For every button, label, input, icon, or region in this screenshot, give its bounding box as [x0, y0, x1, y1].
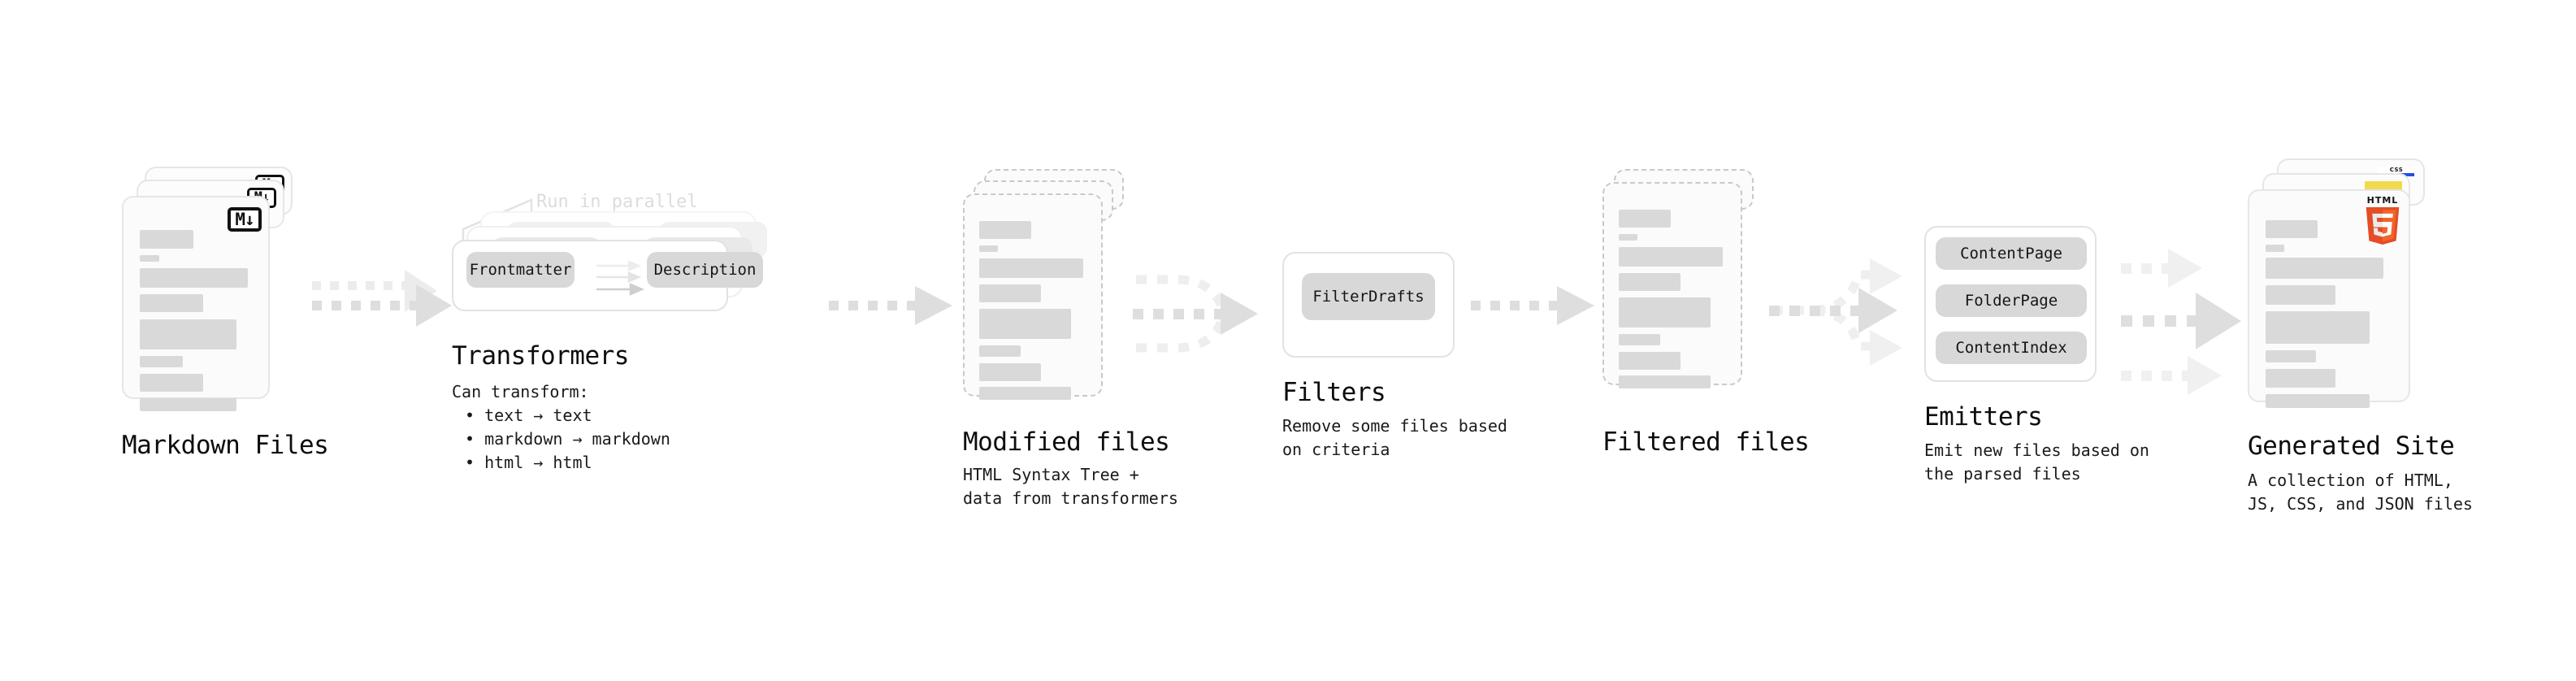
doc-card-front — [1602, 182, 1742, 388]
stage-generated-site: CSS HTML — [2248, 158, 2473, 514]
generated-site-subtitle: A collection of HTML, JS, CSS, and JSON … — [2248, 471, 2473, 514]
markdown-badge: M↓ — [228, 207, 262, 232]
stage-title-markdown-files: Markdown Files — [122, 431, 329, 460]
transformers-bullet-2: • html → html — [465, 453, 592, 472]
connector-modified-to-filters — [1130, 258, 1284, 372]
stage-filtered-files: Filtered files — [1602, 169, 1810, 457]
connector-emitters-to-site — [2118, 231, 2280, 395]
transformers-bullet-1: • markdown → markdown — [465, 429, 670, 449]
transformers-bullet-0: • text → text — [465, 406, 592, 425]
doc-card-front — [963, 193, 1103, 400]
emitter-pill-contentpage[interactable]: ContentPage — [1936, 237, 2087, 270]
stage-markdown-files: M↓ M↓ M↓ Markdown Files — [122, 167, 329, 460]
stage-title-modified-files: Modified files — [963, 427, 1170, 457]
stage-modified-files: Modified files HTML Syntax Tree + data f… — [963, 169, 1178, 508]
transformer-inner-arrows — [596, 260, 645, 296]
emitter-pill-contentindex[interactable]: ContentIndex — [1936, 332, 2087, 364]
modified-files-subtitle: HTML Syntax Tree + data from transformer… — [963, 465, 1178, 508]
emitter-pill-folderpage[interactable]: FolderPage — [1936, 284, 2087, 317]
stage-title-filtered-files: Filtered files — [1602, 427, 1810, 457]
connector-filters-to-filtered — [1471, 286, 1609, 335]
stage-title-generated-site: Generated Site — [2248, 432, 2455, 461]
transformer-pill-description[interactable]: Description — [647, 252, 763, 288]
html5-badge-caption: HTML — [2366, 195, 2399, 206]
stage-title-filters: Filters — [1282, 378, 1386, 407]
stage-title-emitters: Emitters — [1924, 402, 2043, 432]
html5-badge: HTML — [2361, 196, 2404, 245]
connector-markdown-to-transformers — [307, 270, 453, 341]
filter-pill-filterdrafts[interactable]: FilterDrafts — [1302, 273, 1435, 320]
transformer-pill-frontmatter[interactable]: Frontmatter — [466, 252, 575, 288]
run-in-parallel-note: Run in parallel — [536, 192, 698, 212]
stage-title-transformers: Transformers — [452, 341, 629, 371]
filters-subtitle: Remove some files based on criteria — [1282, 416, 1507, 459]
connector-transformers-to-modified — [829, 286, 967, 335]
emitters-subtitle: Emit new files based on the parsed files — [1924, 440, 2149, 484]
connector-filtered-to-emitters — [1767, 236, 1930, 382]
transformers-subtitle: Can transform: — [452, 382, 589, 401]
